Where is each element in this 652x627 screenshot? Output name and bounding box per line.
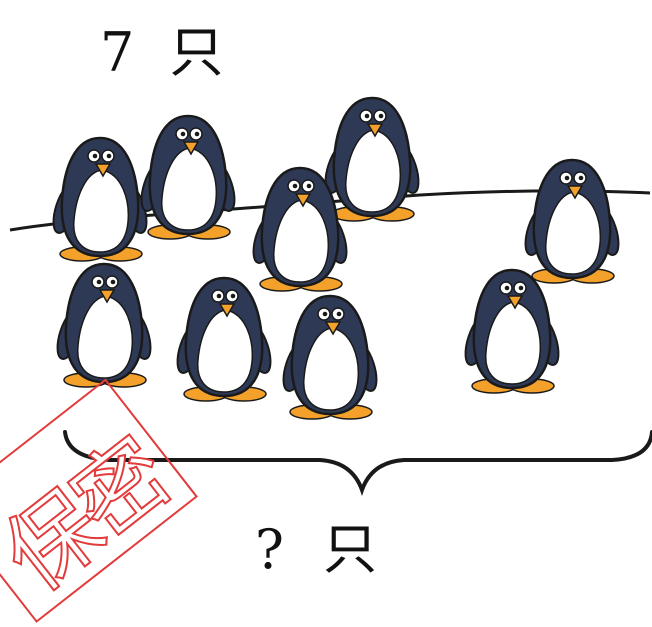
penguin-pupil [230,293,236,299]
penguin-beak [98,289,116,304]
penguin [524,158,620,284]
penguin-pupil [378,113,384,119]
penguin-pupil [364,113,370,119]
penguin-pupil [518,285,524,291]
penguin-pupil [92,153,98,159]
penguin-pupil [194,131,200,137]
penguin [176,276,272,402]
penguin [324,96,420,222]
top-count-label: 7 只 [100,8,224,87]
penguin [56,262,152,388]
penguin-beak [94,163,112,178]
penguin [282,294,378,420]
penguin-belly [485,301,542,385]
penguin [140,114,236,240]
top-count-unit: 只 [169,21,224,84]
penguin [464,268,560,394]
penguin-scene [9,96,652,496]
penguin-pupil [96,279,102,285]
penguin-beak [324,321,342,336]
penguin-belly [197,309,254,393]
top-count-number: 7 [100,21,135,84]
penguin-belly [545,191,602,275]
penguin-pupil [578,175,584,181]
penguin-pupil [336,311,342,317]
penguin [252,166,348,292]
bottom-count-number: ? [255,518,284,581]
bottom-count-unit: 只 [323,518,378,581]
penguin-beak [294,193,312,208]
bottom-count-label: ? 只 [255,505,377,584]
penguin-beak [366,123,384,138]
penguin-pupil [292,183,298,189]
penguin-pupil [180,131,186,137]
penguin-belly [73,169,130,253]
penguin-pupil [322,311,328,317]
penguin-pupil [504,285,510,291]
penguin-beak [506,295,524,310]
penguin [52,136,148,262]
penguin-belly [345,129,402,213]
penguin-belly [77,295,134,379]
penguin-pupil [306,183,312,189]
penguin-beak [182,141,200,156]
penguin-belly [273,199,330,283]
penguin-belly [303,327,360,411]
penguin-pupil [564,175,570,181]
penguin-beak [218,303,236,318]
penguin-pupil [216,293,222,299]
penguin-pupil [110,279,116,285]
penguin-pupil [106,153,112,159]
penguin-beak [566,185,584,200]
brace [63,430,652,496]
penguin-belly [161,147,218,231]
